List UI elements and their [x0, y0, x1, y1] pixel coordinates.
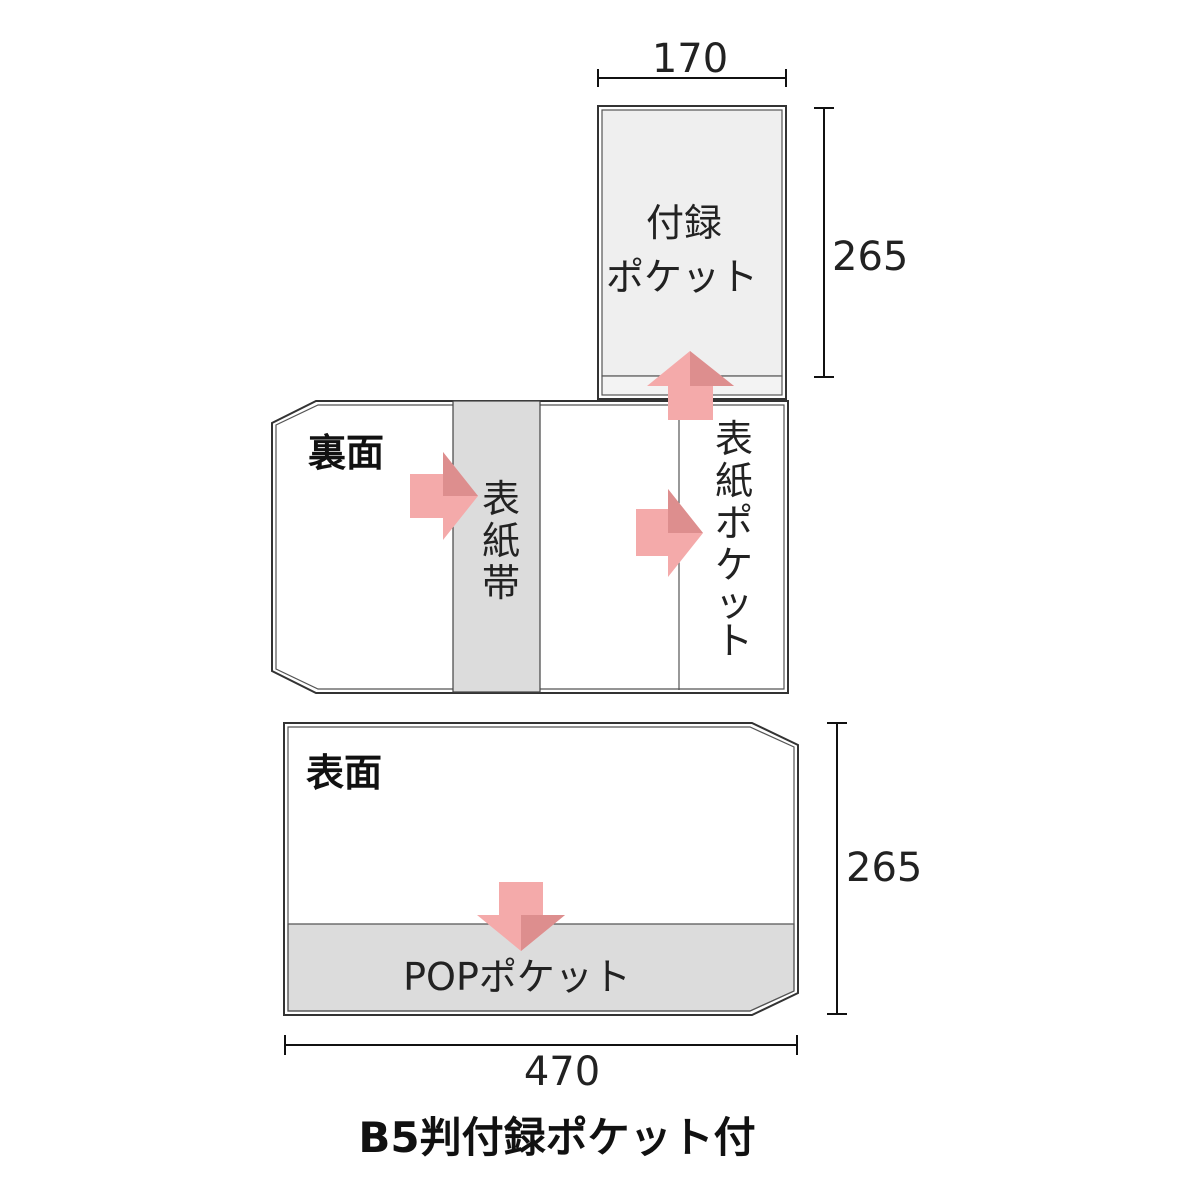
cover-band	[452, 400, 541, 693]
back-side-sheet: 裏面 表 紙 帯 表 紙 ポ ケ ッ ト	[271, 400, 789, 694]
furoku-pocket-label-line2: ポケット	[606, 255, 758, 299]
cover-pocket-char-6: ト	[715, 619, 753, 663]
dimension-label: 265	[832, 234, 908, 280]
furoku-pocket: 付録 ポケット	[597, 105, 787, 400]
arrow-right-icon	[636, 489, 703, 577]
dimension-label: 170	[652, 36, 728, 82]
dimension-label: 470	[524, 1049, 600, 1095]
cover-pocket-char-5: ッ	[715, 581, 753, 625]
back-side-inner-outline	[275, 404, 785, 690]
cover-pocket-char-4: ケ	[715, 543, 753, 587]
arrow-up-shade	[690, 351, 734, 386]
arrow-down-shade	[521, 915, 565, 951]
arrow-right-shade	[443, 452, 478, 496]
back-side-label: 裏面	[308, 431, 384, 475]
pop-pocket-label: POPポケット	[403, 955, 631, 999]
dimension-label: 265	[846, 845, 922, 891]
furoku-pocket-label-line1: 付録	[646, 201, 722, 245]
front-side-inner-outline	[287, 726, 795, 1012]
dimension-pocket-width: 170	[597, 36, 787, 87]
arrow-right-shade	[668, 489, 703, 533]
cover-pocket-char-1: 表	[715, 417, 753, 461]
cover-band-char-1: 表	[482, 477, 520, 521]
furoku-pocket-inner	[601, 109, 783, 377]
arrow-right-icon	[410, 452, 478, 540]
cover-pocket-char-3: ポ	[715, 501, 753, 545]
arrow-up-icon	[647, 351, 734, 420]
cover-band-char-3: 帯	[482, 561, 520, 605]
cover-pocket-char-2: 紙	[715, 459, 753, 503]
dimension-cover-height: 265	[827, 722, 922, 1015]
dimension-pocket-height: 265	[814, 107, 908, 378]
diagram-title: B5判付録ポケット付	[358, 1113, 755, 1162]
front-side-label: 表面	[306, 751, 382, 795]
dimension-cover-width: 470	[284, 1035, 798, 1095]
arrow-down-icon	[477, 882, 565, 951]
cover-band-char-2: 紙	[482, 519, 520, 563]
front-side-sheet: 表面 POPポケット	[283, 722, 799, 1016]
